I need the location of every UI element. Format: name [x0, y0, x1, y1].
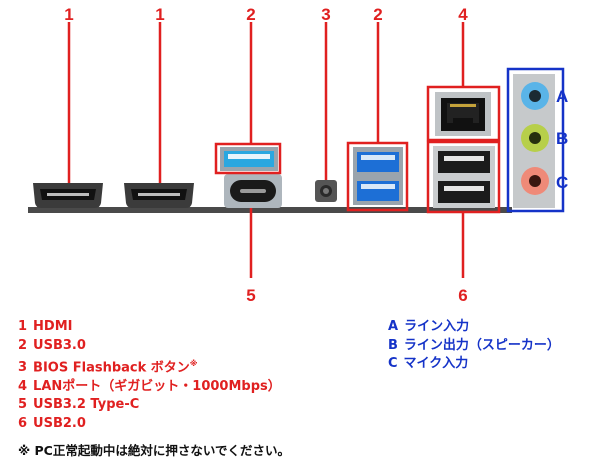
legend-note-mark: ※: [189, 359, 198, 368]
hdmi-port-2: [124, 183, 194, 208]
callout-top-6: 4: [458, 5, 468, 24]
board-edge: [28, 207, 512, 213]
legend-item-usb-type-c: 5 USB3.2 Type-C: [18, 396, 281, 415]
audio-label-a: A: [556, 87, 568, 106]
audio-jack-stack: [513, 74, 555, 208]
usb3-port-top-left: [220, 147, 278, 171]
audio-label-c: C: [556, 173, 568, 192]
callout-top-4: 3: [321, 5, 330, 24]
legend-number: 6: [18, 415, 28, 431]
legend-number: 3: [18, 360, 28, 376]
usb2-port-pair: [433, 146, 495, 208]
legend-item-bios-flashback: 3 BIOS Flashback ボタン※: [18, 355, 281, 378]
callout-top-3: 2: [246, 5, 255, 24]
legend-port-list: 1 HDMI 2 USB3.0 3 BIOS Flashback ボタン※ 4 LANポ…: [18, 318, 281, 433]
legend-item-usb2: 6 USB2.0: [18, 415, 281, 434]
highlight-usb3-left: [214, 142, 282, 175]
legend-letter: C: [388, 356, 398, 371]
callout-top-2: 1: [155, 5, 164, 24]
callout-top-5: 2: [373, 5, 382, 24]
legend-item-usb3: 2 USB3.0: [18, 337, 281, 356]
audio-jack-a: [521, 82, 549, 110]
legend-text: HDMI: [33, 319, 73, 334]
callout-bottom-5: 5: [246, 286, 255, 305]
legend-item-line-in: A ライン入力: [388, 318, 560, 337]
callout-top-1: 1: [64, 5, 73, 24]
legend-text: USB3.2 Type-C: [33, 397, 140, 413]
legend-text: USB2.0: [33, 415, 86, 431]
usb-type-c-port: [224, 174, 282, 208]
hdmi-port-1: [33, 183, 103, 208]
audio-jack-b: [521, 124, 549, 152]
legend-item-line-out: B ライン出力（スピーカー）: [388, 337, 560, 356]
legend-number: 5: [18, 397, 28, 413]
legend-item-mic-in: C マイク入力: [388, 355, 560, 374]
audio-label-b: B: [556, 129, 568, 148]
legend-text: USB3.0: [33, 337, 86, 353]
footnote-warning: ※ PC正常起動中は絶対に押さないでください。: [18, 443, 290, 458]
legend-text: BIOS Flashback ボタン: [33, 360, 190, 376]
leader-lines: [67, 22, 465, 278]
legend-item-hdmi: 1 HDMI: [18, 318, 281, 337]
legend-text: LANポート（ギガビット・1000Mbps）: [33, 378, 281, 394]
bios-flashback-button: [315, 180, 337, 202]
legend-number: 2: [18, 337, 28, 353]
legend-letter: B: [388, 337, 398, 353]
legend-audio-list: A ライン入力 B ライン出力（スピーカー） C マイク入力: [388, 318, 560, 374]
callout-bottom-6: 6: [458, 286, 467, 305]
lan-port: [435, 92, 491, 136]
legend-text: マイク入力: [403, 356, 469, 371]
usb3-port-pair: [353, 147, 403, 205]
audio-jack-c: [521, 167, 549, 195]
legend-item-lan: 4 LANポート（ギガビット・1000Mbps）: [18, 378, 281, 397]
highlight-audio: [506, 67, 565, 213]
legend-text: ライン出力（スピーカー）: [403, 337, 560, 353]
legend-number: 4: [18, 378, 28, 394]
legend-number: 1: [18, 319, 28, 334]
legend-letter: A: [388, 319, 399, 334]
legend-text: ライン入力: [404, 319, 470, 334]
